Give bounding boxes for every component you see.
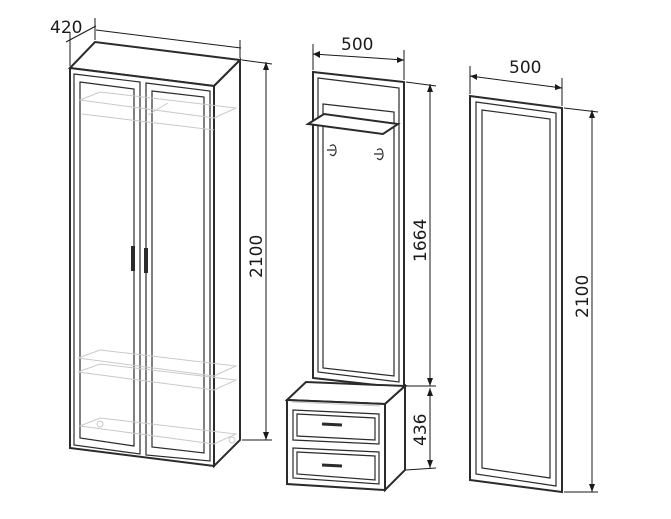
wardrobe-lower-shelf-2: [77, 363, 238, 391]
hallway-panel-height-label: 1664: [411, 219, 431, 262]
mirror-glass: [481, 109, 551, 479]
hallway-panel: 500 1664 436: [284, 35, 437, 493]
bench-height-arrows: [427, 388, 433, 468]
bench-side: [384, 383, 406, 493]
bench-drawer-top-handle: [321, 422, 343, 427]
hallway-width-line: [312, 53, 405, 61]
mirror-width-label: 500: [509, 58, 541, 78]
bench-drawer-bottom: [292, 447, 380, 485]
wardrobe-lower-shelf-1: [77, 349, 238, 377]
wardrobe-side: [213, 57, 241, 469]
wardrobe: 420 2100: [50, 18, 273, 469]
wardrobe-right-handle: [144, 248, 148, 273]
bench-front: [286, 398, 386, 492]
wardrobe-height-ext-top: [241, 59, 273, 65]
wardrobe-right-door-inner: [151, 90, 205, 454]
wardrobe-left-door-inner: [79, 81, 135, 447]
hallway-panel-ext-top: [405, 81, 437, 87]
bench-drawer-bottom-handle: [321, 463, 343, 468]
wardrobe-hanger: [147, 102, 169, 116]
mirror: 500 2100: [469, 58, 599, 494]
hook-left-icon: [327, 144, 337, 157]
wardrobe-foot-1: [96, 420, 104, 428]
bench-drawer-top: [292, 409, 380, 445]
bench-drawer-top-inner: [296, 413, 376, 441]
wardrobe-bottom-shelf: [78, 417, 238, 445]
wardrobe-left-handle: [131, 246, 135, 271]
wardrobe-depth-label: 420: [50, 18, 82, 38]
mirror-width-line: [469, 75, 563, 89]
wardrobe-rail: [81, 113, 215, 131]
wardrobe-upper-shelf: [78, 91, 238, 119]
wardrobe-front: [69, 66, 215, 468]
hallway-width-label: 500: [341, 35, 373, 55]
wardrobe-foot-2: [228, 436, 236, 444]
wardrobe-height-label: 2100: [247, 235, 267, 278]
mirror-height-label: 2100: [573, 275, 593, 318]
bench-drawer-bottom-inner: [296, 451, 376, 481]
wardrobe-right-door: [145, 82, 211, 462]
bench-height-label: 436: [411, 414, 431, 446]
hallway-back-panel-recess: [322, 103, 395, 377]
wardrobe-width-line: [95, 29, 242, 49]
mirror-height-ext-top: [563, 107, 599, 113]
wardrobe-left-door: [73, 73, 141, 455]
mirror-frame-inner: [475, 101, 557, 487]
bench-top-edge: [291, 401, 381, 407]
wardrobe-depth-line: [65, 25, 97, 43]
hook-right-icon: [374, 148, 384, 161]
bench-ext-bottom: [405, 467, 437, 471]
hallway-back-panel-inner: [317, 77, 400, 383]
mirror-frame: [469, 94, 563, 494]
hallway-hat-shelf: [305, 112, 401, 136]
